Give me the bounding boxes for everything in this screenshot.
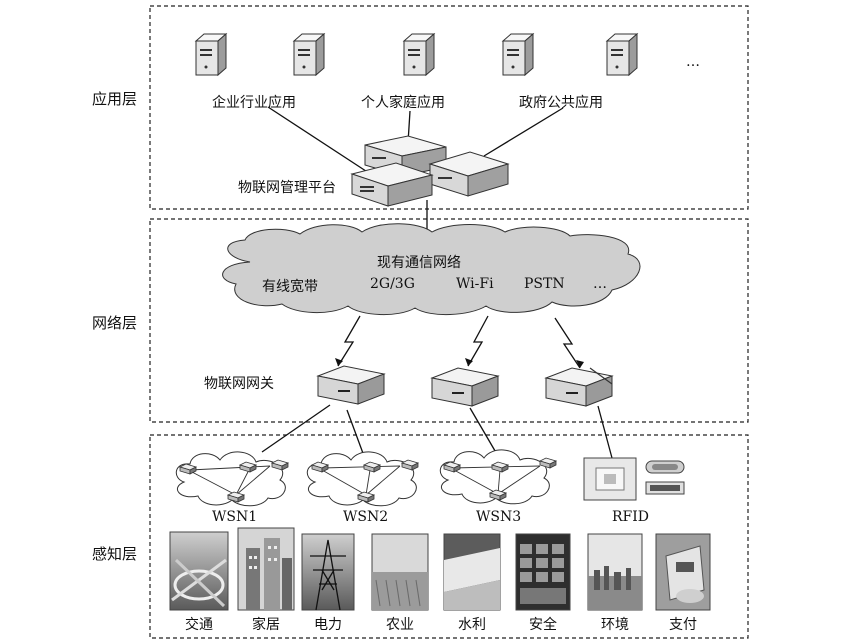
app-label-enterprise: 企业行业应用	[212, 95, 296, 111]
perception-layer-label: 感知层	[92, 545, 138, 563]
wsn2-cloud	[306, 451, 419, 507]
photo-security	[515, 533, 571, 611]
wsn1-cloud	[175, 451, 289, 507]
management-platform-icon	[350, 135, 510, 207]
rfid-icon	[583, 457, 685, 501]
domain-payment: 支付	[669, 617, 697, 633]
photo-payment	[655, 533, 711, 611]
photo-agriculture	[371, 533, 429, 611]
photo-environment	[587, 533, 643, 611]
wsn3-label: WSN3	[476, 509, 522, 525]
photo-home	[237, 527, 295, 611]
gateway-icon	[545, 367, 613, 407]
server-icon	[403, 33, 435, 76]
cloud-title: 现有通信网络	[377, 255, 461, 271]
platform-label: 物联网管理平台	[238, 180, 336, 196]
domain-water: 水利	[458, 617, 486, 633]
network-2g3g: 2G/3G	[370, 276, 415, 292]
photo-traffic	[169, 531, 229, 611]
application-layer-box	[149, 5, 749, 210]
network-wifi: Wi-Fi	[456, 276, 494, 292]
network-more-ellipsis: …	[593, 276, 607, 292]
domain-home: 家居	[252, 617, 280, 633]
network-layer-label: 网络层	[92, 314, 138, 332]
domain-environment: 环境	[601, 617, 629, 633]
server-icon	[606, 33, 638, 76]
perception-layer-box	[149, 434, 749, 639]
gateway-icon	[317, 365, 385, 405]
server-icon	[195, 33, 227, 76]
photo-power	[301, 533, 355, 611]
wsn1-label: WSN1	[212, 509, 258, 525]
app-label-personal: 个人家庭应用	[361, 95, 445, 111]
rfid-label: RFID	[612, 509, 650, 525]
communication-network-cloud	[222, 223, 641, 316]
domain-agriculture: 农业	[386, 617, 414, 633]
wsn2-label: WSN2	[343, 509, 389, 525]
domain-power: 电力	[314, 617, 342, 633]
app-more-ellipsis: …	[686, 54, 700, 70]
server-icon	[293, 33, 325, 76]
network-layer-box	[149, 218, 749, 423]
domain-traffic: 交通	[185, 617, 213, 633]
gateway-label: 物联网网关	[204, 376, 274, 392]
application-layer-label: 应用层	[92, 90, 138, 108]
wsn3-cloud	[439, 449, 557, 505]
domain-security: 安全	[529, 617, 557, 633]
server-icon	[502, 33, 534, 76]
network-wired-broadband: 有线宽带	[262, 279, 318, 295]
app-label-government: 政府公共应用	[519, 95, 603, 111]
network-pstn: PSTN	[524, 276, 565, 292]
gateway-icon	[431, 367, 499, 407]
photo-water	[443, 533, 501, 611]
